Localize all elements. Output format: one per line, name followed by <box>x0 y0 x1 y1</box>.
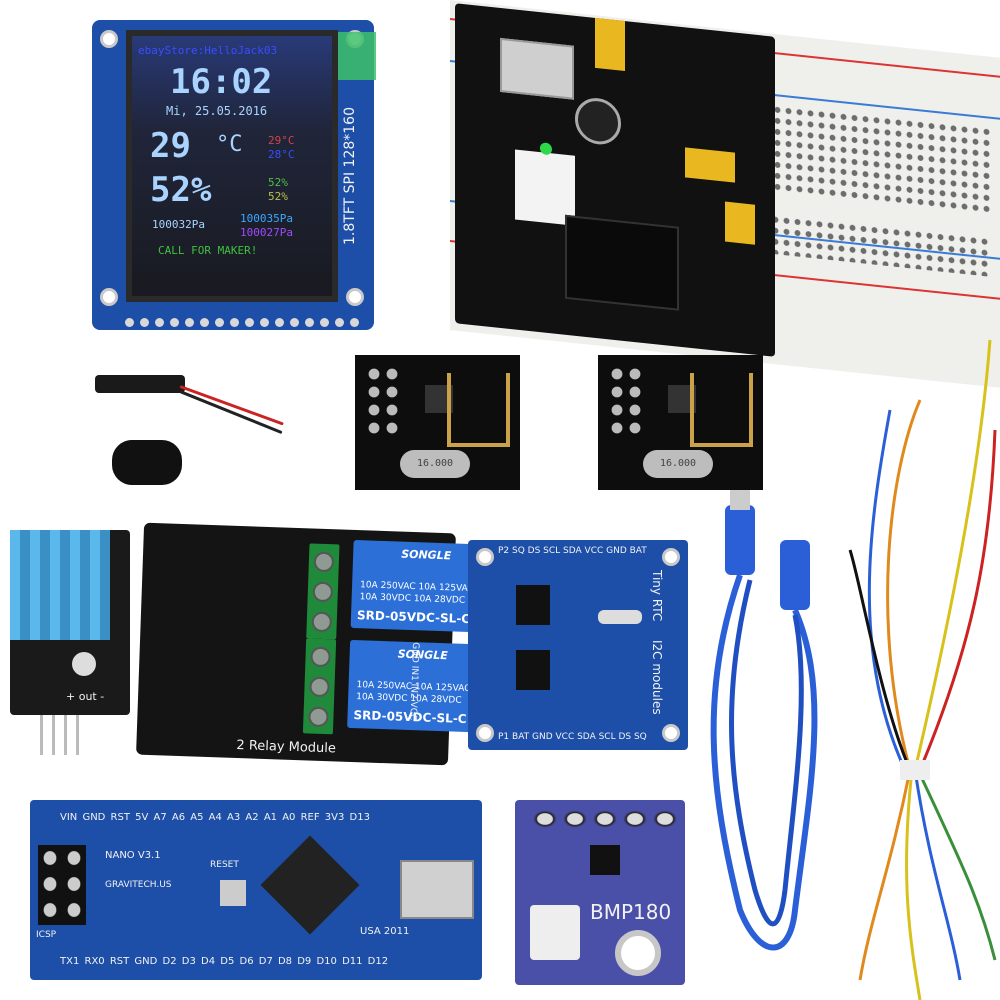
bmp180-label: BMP180 <box>590 900 672 924</box>
red-wire <box>179 385 284 426</box>
tft-temp-b: 28°C <box>268 148 295 161</box>
chip <box>516 650 550 690</box>
battery-snap <box>112 440 182 485</box>
relay-brand: SONGLE <box>397 647 448 663</box>
tft-temperature-unit: °C <box>216 132 243 157</box>
nano-bottom-pins: TX1 RX0 RST GND D2 D3 D4 D5 D6 D7 D8 D9 … <box>60 956 389 967</box>
icsp-label: ICSP <box>36 930 57 940</box>
dht-housing <box>10 530 110 640</box>
rtc-subtitle: I2C modules <box>650 640 664 715</box>
atmega-chip <box>260 835 360 935</box>
rtc-bottom-pins: P1 BAT GND VCC SDA SCL DS SQ <box>498 732 647 742</box>
nrf24l01-module: 16.000 <box>598 355 763 490</box>
jumper-wires <box>838 339 997 1000</box>
chip <box>516 585 550 625</box>
tft-temp-a: 29°C <box>268 134 295 147</box>
screw-terminal <box>302 638 337 735</box>
tft-humidity-b: 52% <box>268 190 288 203</box>
led <box>540 142 552 156</box>
nrf24l01-module: 16.000 <box>355 355 520 490</box>
wire-bundle <box>838 339 997 1000</box>
relay-brand: SONGLE <box>400 547 452 563</box>
rtc-top-pins: P2 SQ DS SCL SDA VCC GND BAT <box>498 546 647 556</box>
tft-board-label: 1.8TFT SPI 128*160 <box>342 107 358 245</box>
regulator <box>590 845 620 875</box>
mount-hole <box>72 652 96 676</box>
relay-module-title: 2 Relay Module <box>236 737 337 757</box>
relay-spec: 10A 30VDC 10A 28VDC <box>359 592 466 606</box>
usb-a-connector <box>730 490 750 510</box>
pin-header <box>608 365 644 435</box>
tft-screen: ebayStore:HelloJack03 16:02 Mi, 25.05.20… <box>126 30 338 302</box>
pcb-antenna <box>447 373 510 447</box>
wire-tie <box>900 760 930 780</box>
mini-usb-port <box>400 860 474 919</box>
cable <box>729 579 804 927</box>
pcb-antenna <box>690 373 753 447</box>
rtc-title: Tiny RTC <box>650 570 664 622</box>
dht-pins <box>40 715 80 755</box>
cable <box>710 574 818 951</box>
breadboard-holes <box>750 101 990 217</box>
rtc-module: P2 SQ DS SCL SDA VCC GND BAT P1 BAT GND … <box>468 540 688 750</box>
dht-pin-label: + out - <box>66 690 105 703</box>
screen-protector-tab <box>336 32 376 80</box>
nano-name: NANO V3.1 <box>105 850 161 861</box>
screw-terminal <box>306 543 340 640</box>
tft-humidity: 52% <box>150 170 212 210</box>
tft-pressure-a: 100035Pa <box>240 212 293 225</box>
reset-button[interactable] <box>220 880 246 906</box>
tft-pin-row <box>122 312 362 331</box>
jumper <box>595 17 625 72</box>
tft-humidity-a: 52% <box>268 176 288 189</box>
nano-maker: GRAVITECH.US <box>105 880 172 890</box>
bmp180-module: BMP180 <box>515 800 685 985</box>
capacitor <box>575 95 621 147</box>
dc-jack <box>565 214 679 311</box>
power-supply-module <box>455 3 775 357</box>
tft-pressure: 100032Pa <box>152 218 205 231</box>
arduino-nano: VIN GND RST 5V A7 A6 A5 A4 A3 A2 A1 A0 R… <box>30 800 482 980</box>
crystal: 16.000 <box>643 450 713 478</box>
reset-label: RESET <box>210 860 239 870</box>
crystal: 16.000 <box>400 450 470 478</box>
crystal <box>598 610 642 624</box>
usb-a-plug <box>725 505 755 575</box>
black-wire <box>179 390 283 435</box>
pin-row <box>530 808 680 830</box>
pressure-sensor <box>530 905 580 960</box>
tft-pressure-b: 100027Pa <box>240 226 293 239</box>
dc-plug <box>95 375 185 393</box>
dht11-sensor: + out - <box>10 530 130 715</box>
icsp-header <box>38 845 86 925</box>
pin-header <box>685 147 735 183</box>
relay-model: SRD-05VDC-SL-C <box>356 608 471 627</box>
tft-date: Mi, 25.05.2016 <box>166 104 268 118</box>
tft-footer: CALL FOR MAKER! <box>158 244 258 257</box>
mount-hole <box>615 930 661 976</box>
nano-country: USA 2011 <box>360 926 410 937</box>
usb-cable <box>710 490 818 951</box>
tft-time: 16:02 <box>170 62 273 102</box>
usb-b-plug <box>780 540 810 610</box>
nano-top-pins: VIN GND RST 5V A7 A6 A5 A4 A3 A2 A1 A0 R… <box>60 812 370 823</box>
jumper <box>725 201 755 245</box>
tft-temperature: 29 <box>150 126 191 166</box>
pin-header <box>365 365 401 435</box>
tft-store-line: ebayStore:HelloJack03 <box>138 44 278 57</box>
relay-module: SONGLE 10A 250VAC 10A 125VAC 10A 30VDC 1… <box>136 522 494 766</box>
usb-port <box>500 37 574 100</box>
